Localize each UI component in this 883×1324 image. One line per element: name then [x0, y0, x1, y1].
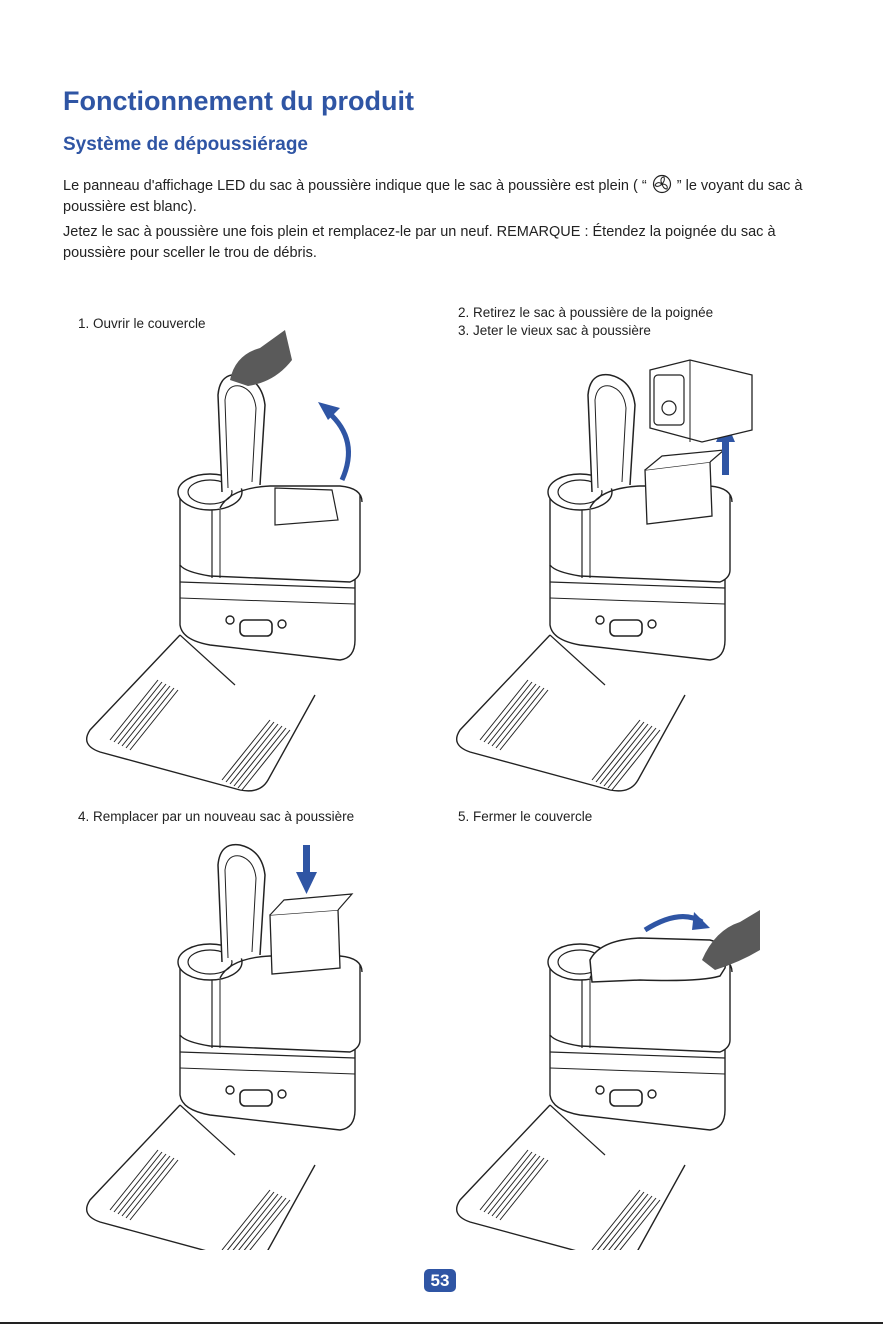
step-4-label: 4. Remplacer par un nouveau sac à poussi…	[78, 809, 355, 824]
illustration-insert-bag	[85, 843, 363, 1250]
step-3-label: 3. Jeter le vieux sac à poussière	[458, 323, 651, 338]
step-2-label: 2. Retirez le sac à poussière de la poig…	[458, 305, 714, 320]
page-number: 53	[424, 1269, 456, 1292]
step-5-label: 5. Fermer le couvercle	[458, 809, 593, 824]
illustration-open-lid	[85, 330, 363, 792]
page-title: Fonctionnement du produit	[63, 86, 414, 116]
bottom-divider	[0, 1322, 883, 1324]
fan-icon	[652, 174, 671, 194]
paragraph-led-indicator: Le panneau d'affichage LED du sac à pous…	[63, 174, 823, 218]
step-1-label: 1. Ouvrir le couvercle	[78, 316, 206, 331]
illustration-close-lid	[455, 910, 760, 1250]
paragraph-instructions: Jetez le sac à poussière une fois plein …	[63, 224, 776, 261]
illustration-remove-bag	[455, 359, 753, 792]
paragraph-text-a: Le panneau d'affichage LED du sac à pous…	[63, 178, 647, 194]
paragraph-text-b: ” le voyant du sac à poussière est blanc…	[63, 178, 803, 215]
section-subtitle: Système de dépoussiérage	[63, 134, 308, 155]
